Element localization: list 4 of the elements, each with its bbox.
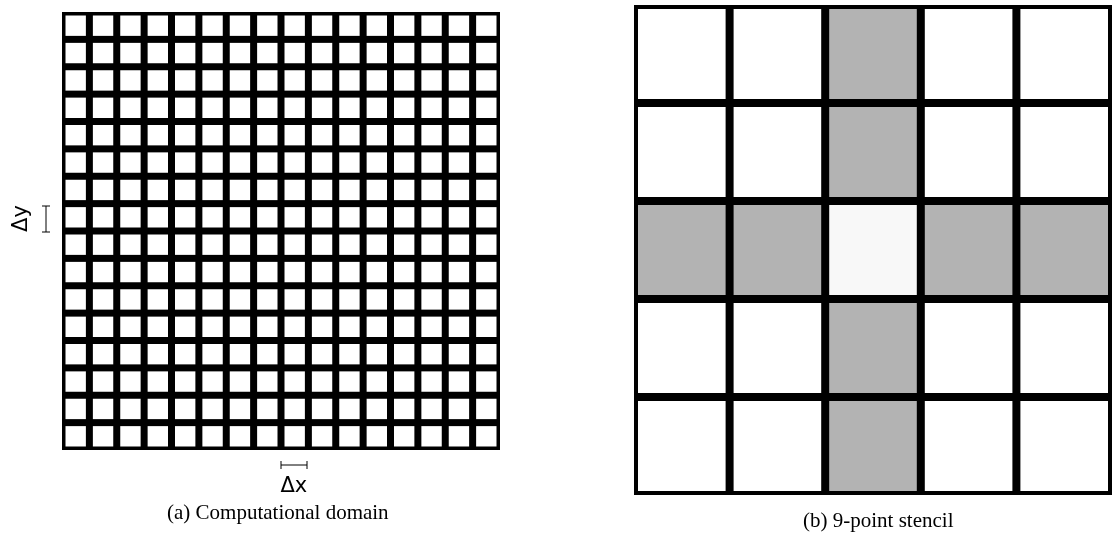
figure-caption: (a) Computational domain <box>167 502 389 523</box>
axis-label: Δy <box>9 204 31 232</box>
axis-label: Δx <box>280 475 308 496</box>
figure-caption: (b) 9-point stencil <box>803 510 954 531</box>
